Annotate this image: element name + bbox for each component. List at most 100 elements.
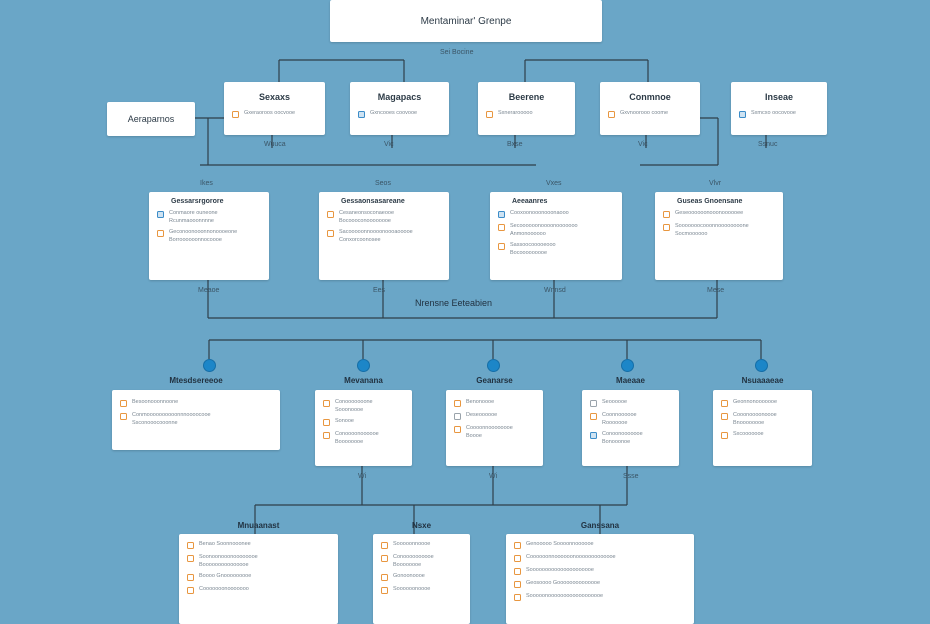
document-icon: [187, 574, 194, 581]
document-icon: [721, 432, 728, 439]
node-row: Coooooonnoooooonooooooooooooe: [514, 554, 694, 562]
row4-label-1: Nsxe: [411, 521, 432, 530]
document-icon: [327, 230, 334, 237]
row3-label-0: Mtesdsereeoe: [169, 376, 223, 385]
node-lines: Cooxoonooonooonaooo: [510, 210, 569, 216]
row3-caption-1: Wi: [489, 473, 498, 480]
document-icon: [514, 542, 521, 549]
document-icon: [327, 211, 334, 218]
hub-node-1[interactable]: [357, 359, 370, 372]
node-row: Geonnonooooooe: [721, 399, 812, 407]
node-line: Benao Soonnooonee: [199, 541, 251, 547]
document-icon: [608, 111, 615, 118]
document-icon: [381, 542, 388, 549]
document-icon: [323, 400, 330, 407]
node-line: Genooooo Soooonnoooooe: [526, 541, 594, 547]
node-lines: Sonooe: [335, 418, 354, 424]
document-icon: [381, 587, 388, 594]
node-row: Sonooe: [323, 418, 412, 426]
node-line: Conooooooone: [335, 399, 373, 405]
node-row: Seoooooe: [590, 399, 679, 407]
node-line: Bocoooconoooooooe: [339, 218, 391, 224]
row1-node-title: Inseae: [764, 92, 794, 102]
node-line: Deseoooooe: [466, 412, 498, 418]
node-row: Sxnerarooooo: [486, 110, 575, 118]
node-line: Cesaneonsoconaeooe: [339, 210, 395, 216]
node-line: Sxmcxo oocovooe: [751, 110, 796, 116]
node-lines: Sxcooooooe: [733, 431, 764, 437]
node-row: Benao Soonnooonee: [187, 541, 338, 549]
node-line: Conoooonoooooe: [335, 431, 379, 437]
hub-node-3[interactable]: [621, 359, 634, 372]
node-line: Conmoooooooooonnnoooocooe: [132, 412, 211, 418]
hub-node-0[interactable]: [203, 359, 216, 372]
node-row: Besoonooonnoone: [120, 399, 280, 407]
row2-node-title: Guseas Gnoensane: [677, 198, 743, 205]
node-line: Bocooooooooe: [510, 250, 548, 256]
node-line: Socmoooooo: [675, 231, 708, 237]
node-line: Conoonooooooe: [602, 431, 643, 437]
node-line: Borroooooonnocoooe: [169, 237, 222, 243]
node-lines: Besoonooonnoone: [132, 399, 178, 405]
row2-bottom-caption-2: Wnnsd: [544, 287, 566, 294]
hub-node-4[interactable]: [755, 359, 768, 372]
node-lines: Geonnonooooooe: [733, 399, 777, 405]
document-icon: [187, 542, 194, 549]
hub-node-2[interactable]: [487, 359, 500, 372]
row3-label-3: Maeaae: [616, 376, 645, 385]
image-icon: [739, 111, 746, 118]
document-icon: [323, 419, 330, 426]
node-lines: Sooooooooooooooooooooe: [526, 567, 594, 573]
node-line: Sxnerarooooo: [498, 110, 533, 116]
side-node[interactable]: Aeraparnos: [107, 102, 195, 136]
node-line: Gxeraoroos oocvooe: [244, 110, 296, 116]
row1-caption-4: Ssnuc: [758, 141, 778, 148]
node-line: Geonnonooooooe: [733, 399, 778, 405]
row2-caption-2: Vxes: [546, 180, 562, 187]
node-line: Soooooonoooe: [393, 586, 431, 592]
node-lines: Gxvnoorooo coome: [620, 110, 668, 116]
row3-caption-2: Ssse: [623, 473, 639, 480]
node-line: Boooooooe: [393, 562, 422, 568]
node-line: Cooxoonooonooonaooo: [510, 210, 569, 216]
row2-node-title: Gessarsrgorore: [171, 198, 224, 205]
document-icon: [486, 111, 493, 118]
node-line: Coonnoooooe: [602, 412, 637, 418]
node-line: Secoooooonoooonooooooo: [510, 223, 578, 229]
document-icon: [721, 400, 728, 407]
title-node[interactable]: Mentaminar' Grenpe: [330, 0, 602, 42]
file-icon: [590, 400, 597, 407]
row4-label-0: Mnuaanast: [237, 521, 280, 530]
document-icon: [514, 581, 521, 588]
node-row: Sooooooooooooooooooooe: [514, 567, 694, 575]
row1-caption-0: Wuuca: [264, 141, 286, 148]
